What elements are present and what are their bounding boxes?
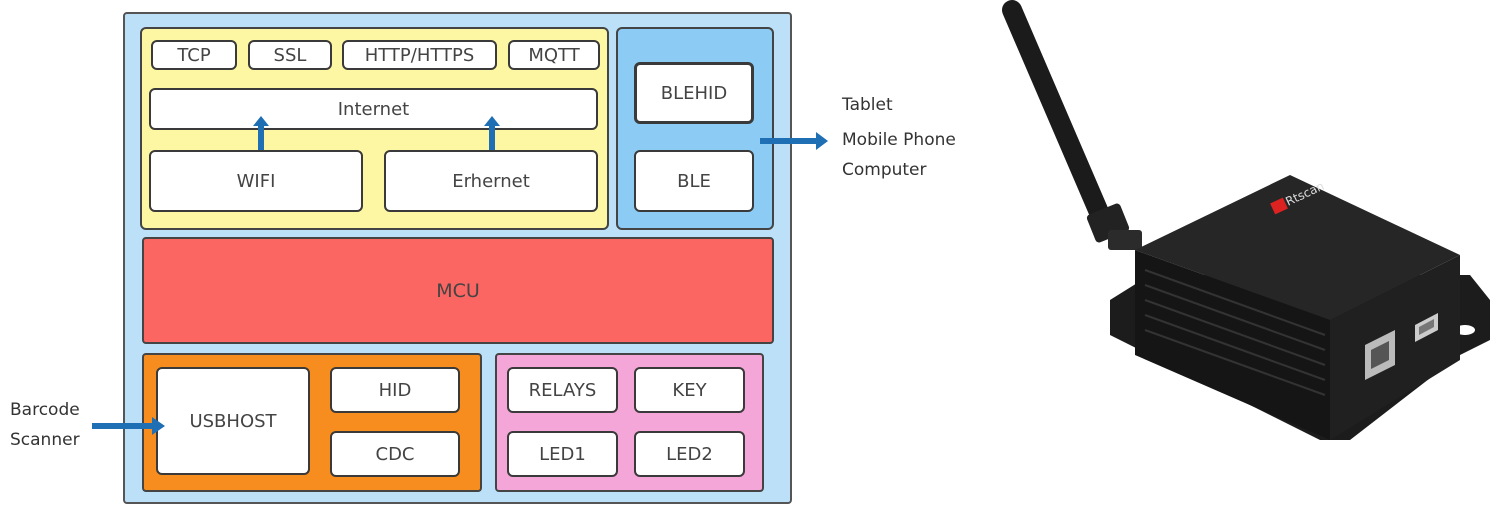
relays-label: RELAYS	[528, 379, 597, 401]
antenna-icon	[1002, 0, 1142, 250]
ssl-label: SSL	[273, 44, 307, 66]
ethernet-label: Erhernet	[452, 170, 530, 192]
hid-box: HID	[330, 367, 460, 413]
ethernet-box: Erhernet	[384, 150, 598, 212]
wifi-box: WIFI	[149, 150, 363, 212]
ble-box: BLE	[634, 150, 754, 212]
led1-label: LED1	[539, 443, 586, 465]
usbhost-box: USBHOST	[156, 367, 310, 475]
arrow-right-icon	[760, 132, 828, 150]
mqtt-label: MQTT	[528, 44, 580, 66]
led1-box: LED1	[507, 431, 618, 477]
http-https-label: HTTP/HTTPS	[364, 44, 475, 66]
wifi-label: WIFI	[236, 170, 276, 192]
tcp-box: TCP	[151, 40, 237, 70]
blehid-label: BLEHID	[660, 82, 728, 104]
tcp-label: TCP	[177, 44, 211, 66]
target-computer: Computer	[842, 160, 927, 180]
ssl-box: SSL	[248, 40, 332, 70]
source-barcode: Barcode	[10, 400, 80, 420]
arrow-up-icon	[484, 116, 500, 150]
mcu-block: MCU	[142, 237, 774, 344]
arrow-up-icon	[253, 116, 269, 150]
http-https-box: HTTP/HTTPS	[342, 40, 497, 70]
internet-label: Internet	[337, 98, 410, 120]
device-image: Rtscan	[1002, 0, 1490, 440]
mqtt-box: MQTT	[508, 40, 600, 70]
internet-box: Internet	[149, 88, 598, 130]
usbhost-label: USBHOST	[189, 410, 277, 432]
mcu-label: MCU	[436, 279, 480, 302]
cdc-box: CDC	[330, 431, 460, 477]
hid-label: HID	[378, 379, 412, 401]
target-tablet: Tablet	[842, 95, 893, 115]
usb-port-icon	[1415, 313, 1438, 342]
ble-label: BLE	[677, 170, 711, 192]
relays-box: RELAYS	[507, 367, 618, 413]
arrow-right-icon	[92, 417, 165, 435]
target-mobile-phone: Mobile Phone	[842, 130, 956, 150]
key-box: KEY	[634, 367, 745, 413]
source-scanner: Scanner	[10, 430, 80, 450]
cdc-label: CDC	[375, 443, 415, 465]
led2-box: LED2	[634, 431, 745, 477]
key-label: KEY	[672, 379, 707, 401]
blehid-box: BLEHID	[634, 62, 754, 124]
led2-label: LED2	[666, 443, 713, 465]
ethernet-port-icon	[1365, 330, 1395, 380]
